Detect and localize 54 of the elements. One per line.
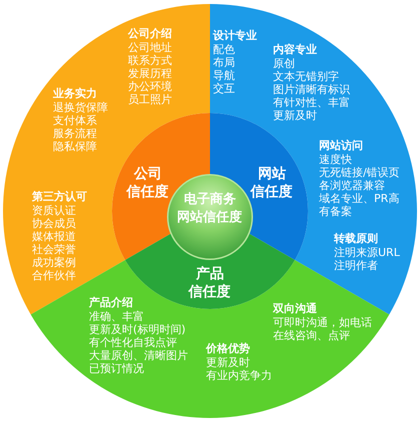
list-item: 资质认证 — [32, 204, 76, 216]
segment-label: 公司信任度 — [126, 165, 170, 201]
section-heading: 第三方认可 — [32, 190, 87, 202]
list-item: 注明作者 — [334, 258, 378, 272]
section-heading: 价格优势 — [206, 342, 250, 354]
list-item: 办公环境 — [128, 80, 172, 92]
section-heading: 网站访问 — [319, 138, 363, 152]
list-item: 合作伙伴 — [32, 268, 76, 282]
list-item: 导航 — [213, 68, 235, 82]
section-heading: 产品介绍 — [89, 296, 133, 308]
list-item: 交互 — [213, 82, 235, 94]
section-heading: 内容专业 — [273, 42, 317, 56]
section-heading: 双向沟通 — [273, 302, 317, 314]
list-item: 联系方式 — [128, 54, 172, 66]
list-item: 有备案 — [319, 204, 352, 218]
section-heading: 转载原则 — [334, 232, 378, 244]
list-item: 配色 — [213, 42, 235, 56]
list-item: 发展历程 — [128, 66, 172, 80]
list-item: 已预订情况 — [89, 362, 144, 374]
list-item: 准确、丰富 — [89, 310, 144, 322]
section-heading: 业务实力 — [53, 86, 97, 100]
list-item: 更新及时(标明时间) — [89, 322, 186, 336]
list-item: 图片清晰有标识 — [273, 82, 350, 96]
list-item: 各浏览器兼容 — [319, 178, 385, 192]
list-item: 在线咨询、点评 — [273, 328, 350, 342]
list-item: 更新及时 — [273, 108, 317, 122]
list-item: 公司地址 — [128, 40, 172, 54]
list-item: 更新及时 — [206, 356, 250, 368]
list-item: 域名专业、PR高 — [319, 192, 400, 204]
list-item: 大量原创、清晰图片 — [89, 348, 188, 362]
list-item: 成功案例 — [32, 256, 76, 268]
list-item: 文本无错别字 — [273, 70, 339, 82]
list-item: 员工照片 — [128, 92, 172, 106]
list-item: 媒体报道 — [32, 230, 76, 242]
section-heading: 公司介绍 — [128, 26, 172, 40]
list-item: 隐私保障 — [53, 140, 97, 152]
list-item: 有业内竞争力 — [206, 368, 272, 382]
list-item: 有个性化自我点评 — [89, 336, 177, 348]
list-item: 有针对性、丰富 — [273, 96, 350, 108]
segment-label: 产品信任度 — [188, 265, 232, 301]
list-item: 速度快 — [319, 152, 352, 166]
section-heading: 设计专业 — [213, 28, 257, 42]
list-item: 可即时沟通，如电话 — [273, 316, 372, 328]
list-item: 服务流程 — [53, 126, 97, 140]
list-item: 注明来源URL — [334, 246, 400, 258]
list-item: 协会成员 — [32, 216, 76, 230]
list-item: 布局 — [213, 56, 235, 68]
list-item: 支付体系 — [53, 114, 97, 126]
list-item: 原创 — [273, 56, 295, 70]
list-item: 无死链接/错误页 — [319, 166, 400, 178]
center-label: 电子商务网站信任度 — [177, 191, 243, 227]
segment-label: 网站信任度 — [250, 165, 294, 201]
list-item: 退换货保障 — [53, 100, 108, 114]
list-item: 社会荣誉 — [32, 242, 76, 256]
